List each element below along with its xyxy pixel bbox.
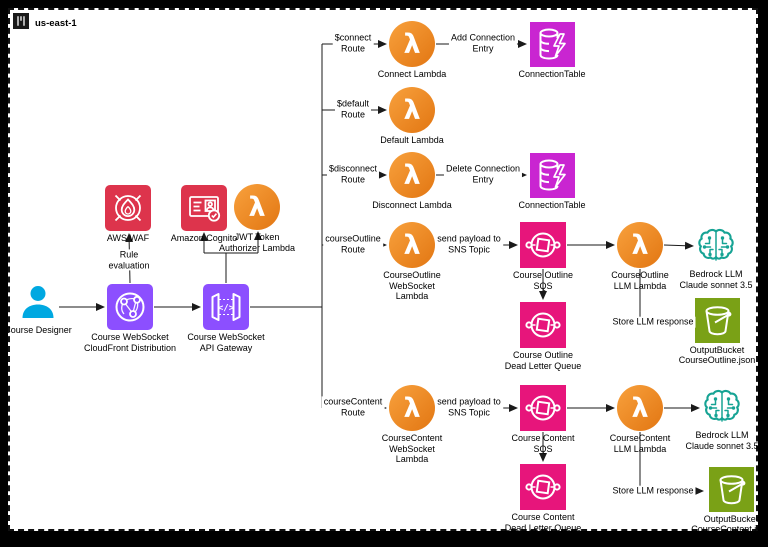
node-label: Course Content Dead Letter Queue (504, 512, 582, 533)
node-label: JWT Token Authorizer Lambda (218, 232, 296, 253)
node-label: OutputBucket CourseContent.json (691, 513, 768, 535)
svg-text:λ: λ (631, 230, 648, 261)
lambda-icon: λ (389, 21, 435, 67)
svg-text:λ: λ (631, 393, 648, 424)
node-label: CourseOutline WebSocket Lambda (383, 270, 441, 302)
svg-text:λ: λ (403, 393, 420, 424)
cloudfront-icon (107, 284, 153, 330)
s3-icon (708, 466, 754, 512)
sqs-icon (520, 464, 566, 510)
courseoutline-route-label: courseOutline Route (323, 233, 383, 255)
rule-evaluation-label: Rule evaluation (106, 249, 152, 271)
aws-waf[interactable]: AWS WAF (68, 185, 188, 244)
sqs-icon (520, 302, 566, 348)
course-websocket-api-gateway[interactable]: </> Course WebSocket API Gateway (166, 284, 286, 353)
default-route-label: $default Route (334, 98, 372, 120)
svg-text:λ: λ (403, 230, 420, 261)
node-label: Bedrock LLM Claude sonnet 3.5 (685, 430, 759, 451)
course-designer[interactable]: Course Designer (0, 283, 98, 336)
node-label: Bedrock LLM Claude sonnet 3.5 (679, 269, 753, 290)
svg-text:λ: λ (403, 160, 420, 191)
add-connection-entry-label: Add Connection Entry (448, 32, 518, 54)
dynamodb-icon (529, 152, 575, 198)
dynamodb-icon (529, 21, 575, 67)
node-label: OutputBucket CourseOutline.json (678, 344, 756, 366)
lambda-icon: λ (389, 385, 435, 431)
bedrock-llm-claude-sonnet-2[interactable]: Bedrock LLM Claude sonnet 3.5 (662, 388, 768, 451)
person-icon (18, 283, 58, 323)
send-payload-sns-label-1: send payload to SNS Topic (435, 233, 503, 255)
node-label: Disconnect Lambda (372, 200, 452, 210)
bedrock-icon (696, 227, 736, 267)
lambda-icon: λ (389, 152, 435, 198)
course-outline-sqs[interactable]: Course Outline SQS (483, 222, 603, 291)
svg-text:</>: </> (218, 304, 235, 314)
bedrock-icon (702, 388, 742, 428)
send-payload-sns-label-2: send payload to SNS Topic (435, 396, 503, 418)
svg-text:λ: λ (403, 95, 420, 126)
lambda-icon: λ (389, 87, 435, 133)
sqs-icon (520, 222, 566, 268)
node-label: Course WebSocket API Gateway (187, 332, 265, 353)
connection-table-1[interactable]: ConnectionTable (492, 21, 612, 80)
lambda-icon: λ (234, 184, 280, 230)
lambda-icon: λ (389, 222, 435, 268)
output-bucket-courseoutline[interactable]: OutputBucket CourseOutline.json (657, 297, 768, 366)
node-label: Course Designer (4, 325, 72, 335)
course-outline-dead-letter-queue[interactable]: Course Outline Dead Letter Queue (483, 302, 603, 371)
lambda-icon: λ (617, 222, 663, 268)
bedrock-llm-claude-sonnet-1[interactable]: Bedrock LLM Claude sonnet 3.5 (656, 227, 768, 290)
node-label: Course Outline SQS (512, 270, 574, 291)
s3-icon (694, 297, 740, 343)
coursecontent-route-label: courseContent Route (321, 396, 385, 418)
amazon-cognito[interactable]: Amazon Cognito (144, 185, 264, 244)
output-bucket-coursecontent[interactable]: OutputBucket CourseContent.json (671, 466, 768, 535)
store-llm-response-label-1: Store LLM response (610, 316, 696, 328)
course-websocket-cloudfront-distribution[interactable]: Course WebSocket CloudFront Distribution (70, 284, 190, 353)
node-label: Course WebSocket CloudFront Distribution (83, 332, 177, 353)
svg-text:λ: λ (248, 192, 265, 223)
region-tag: us-east-1 (13, 13, 77, 34)
node-label: ConnectionTable (518, 68, 586, 79)
disconnect-route-label: $disconnect Route (326, 163, 380, 185)
lambda-icon: λ (617, 385, 663, 431)
node-label: CourseContent WebSocket Lambda (381, 433, 443, 465)
region-icon (13, 13, 29, 34)
store-llm-response-label-2: Store LLM response (610, 485, 696, 497)
course-content-sqs[interactable]: Course Content SQS (483, 385, 603, 454)
node-label: Course Outline Dead Letter Queue (504, 350, 582, 371)
delete-connection-entry-label: Delete Connection Entry (443, 163, 523, 185)
region-label: us-east-1 (35, 18, 77, 29)
node-label: Amazon Cognito (170, 233, 238, 243)
node-label: ConnectionTable (518, 199, 586, 210)
node-label: Default Lambda (380, 135, 444, 145)
cognito-icon (181, 185, 227, 231)
sqs-icon (520, 385, 566, 431)
node-label: Connect Lambda (377, 69, 447, 79)
apigw-icon: </> (203, 284, 249, 330)
connect-route-label: $connect Route (332, 32, 374, 54)
node-label: AWS WAF (106, 233, 150, 243)
course-content-dead-letter-queue[interactable]: Course Content Dead Letter Queue (483, 464, 603, 533)
connection-table-2[interactable]: ConnectionTable (492, 152, 612, 211)
node-label: Course Content SQS (511, 433, 575, 454)
waf-icon (105, 185, 151, 231)
svg-text:λ: λ (403, 29, 420, 60)
